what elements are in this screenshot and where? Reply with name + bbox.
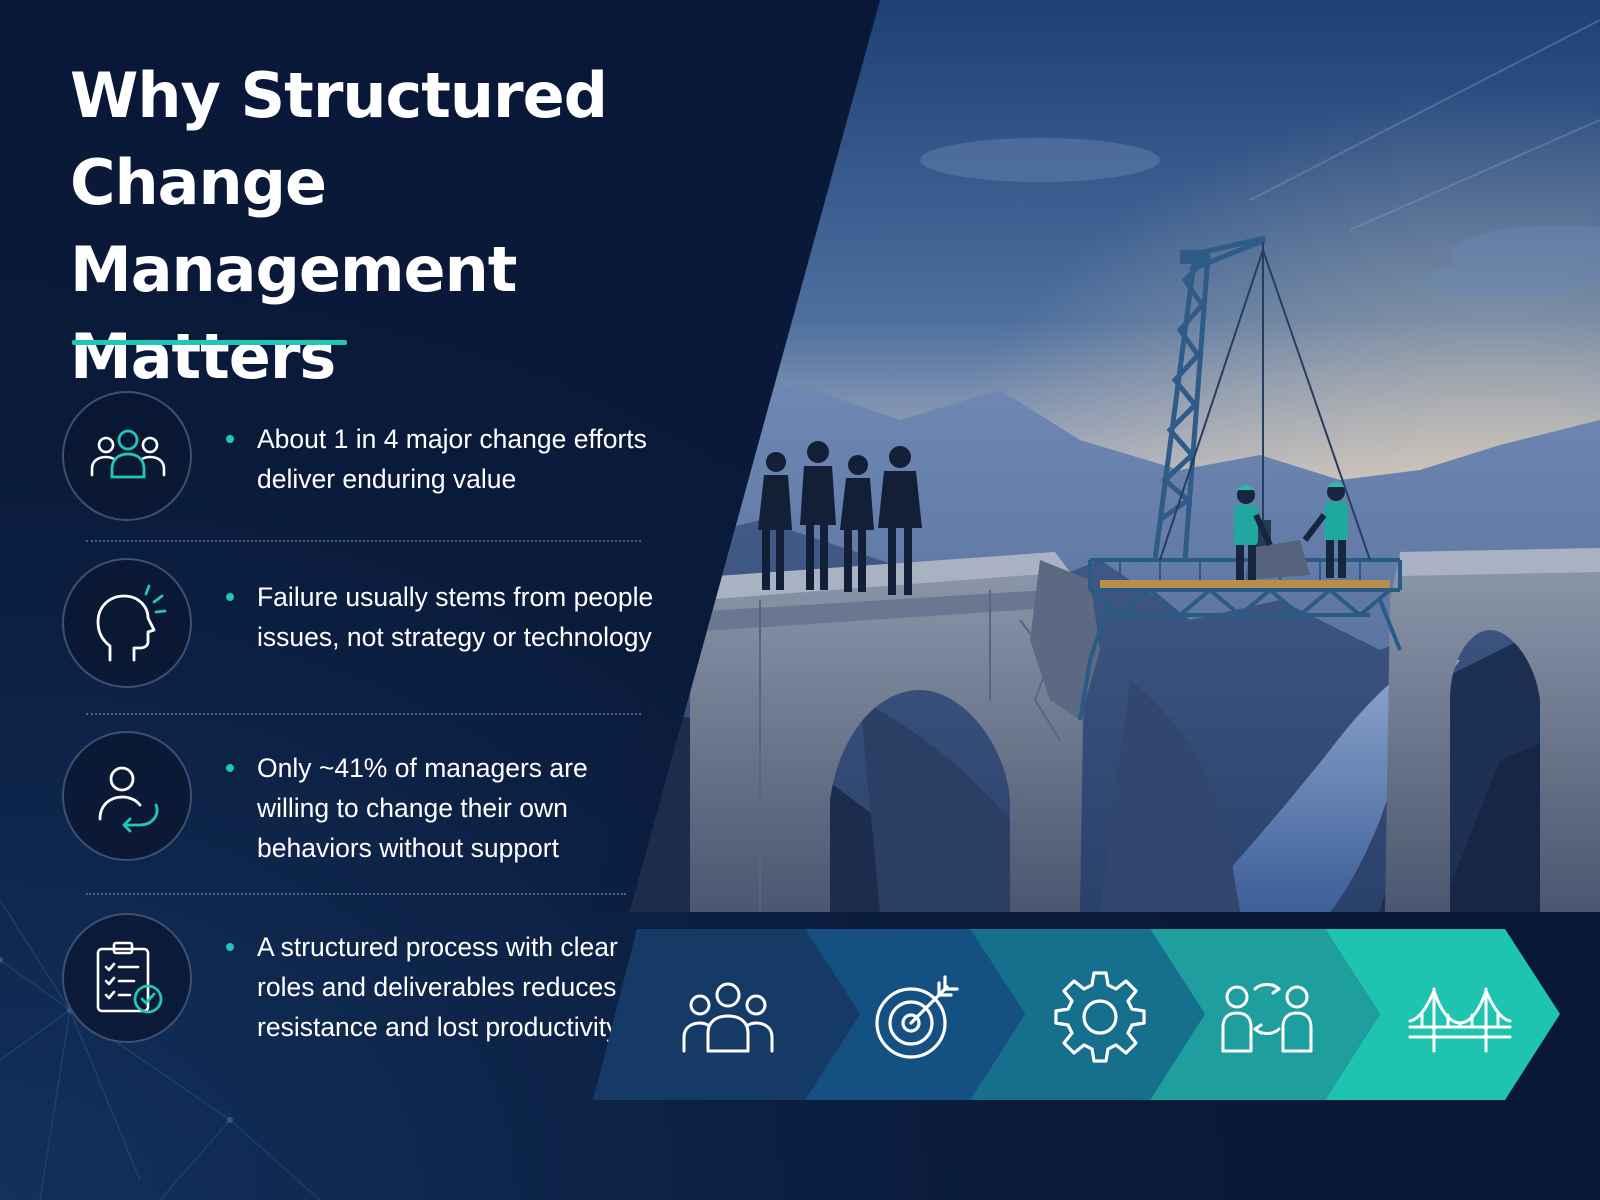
point-text: Only ~41% of managers are willing to cha… — [257, 753, 588, 863]
bullet-dot — [226, 764, 234, 772]
team-icon — [90, 429, 166, 479]
process-step-5 — [1396, 965, 1512, 1069]
people-exchange-icon — [1221, 983, 1313, 1053]
page-title: Why Structured Change Management Matters — [70, 59, 608, 393]
bullet-dot — [226, 593, 234, 601]
head-thinking-icon-circle — [62, 558, 192, 688]
process-step-3 — [1048, 965, 1152, 1069]
bullet-dot — [226, 943, 234, 951]
title-underline — [72, 340, 347, 345]
team-icon-circle — [62, 391, 192, 521]
bridge-icon — [1408, 987, 1512, 1053]
checklist-icon-circle — [62, 913, 192, 1043]
gear-icon — [1054, 971, 1146, 1063]
divider — [86, 893, 626, 895]
head-thinking-icon — [96, 584, 167, 662]
divider — [86, 713, 641, 715]
person-cycle-icon — [98, 766, 159, 833]
divider — [86, 540, 641, 542]
target-icon — [875, 975, 959, 1059]
checklist-icon — [96, 941, 163, 1014]
point-text: Failure usually stems from people issues… — [257, 582, 654, 652]
process-step-4 — [1215, 965, 1319, 1069]
bullet-dot — [226, 435, 234, 443]
process-step-1 — [676, 965, 780, 1069]
person-cycle-icon-circle — [62, 731, 192, 861]
process-step-2 — [865, 965, 969, 1069]
point-text: A structured process with clear roles an… — [257, 932, 620, 1042]
point-text: About 1 in 4 major change efforts delive… — [257, 424, 647, 494]
team-icon — [682, 982, 774, 1053]
